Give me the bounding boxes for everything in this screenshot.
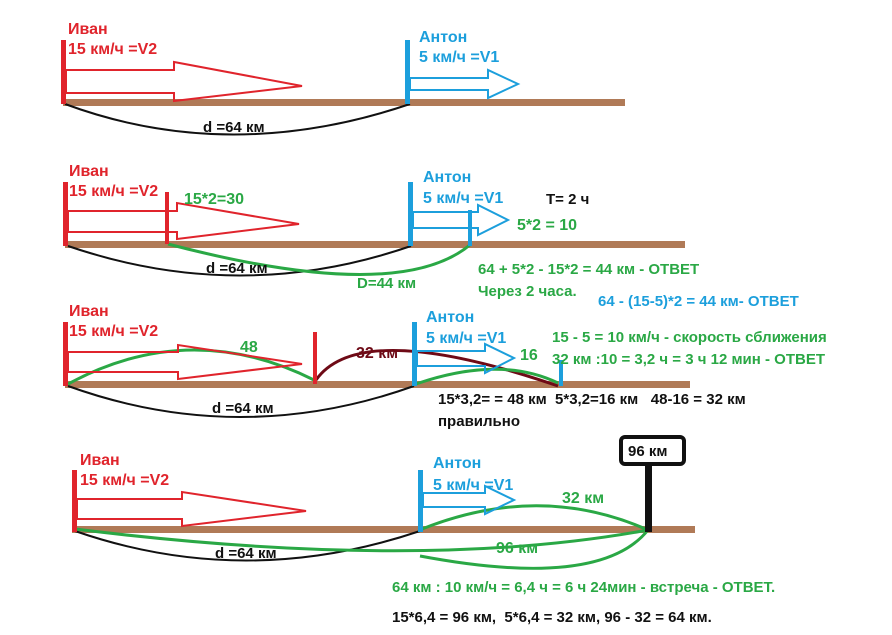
- meeting-sign: [619, 435, 686, 466]
- ivan-speed: 15 км/ч =V2: [69, 183, 158, 200]
- ivan-flag-pole: [63, 182, 68, 246]
- anton-flag-pole: [418, 470, 423, 532]
- ivan-arrow: [76, 490, 307, 528]
- meeting-answer: 64 км : 10 км/ч = 6,4 ч = 6 ч 24мин - вс…: [392, 579, 775, 596]
- ivan-travel-arc: [74, 527, 649, 553]
- time-label: T= 2 ч: [546, 191, 589, 208]
- panel-3: Иван 15 км/ч =V2 48 32 км 16 Антон 5 км/…: [63, 303, 827, 430]
- road: [63, 99, 625, 106]
- meeting-answer: 32 км :10 = 3,2 ч = 3 ч 12 мин - ОТВЕТ: [552, 351, 825, 368]
- meeting-sign-label: 96 км: [628, 443, 667, 460]
- new-distance-label: D=44 км: [357, 275, 416, 292]
- distance-arc: [64, 103, 411, 136]
- anton-label: Антон: [433, 455, 481, 472]
- ivan-flag-pole: [72, 470, 77, 532]
- anton-speed: 5 км/ч =V1: [426, 330, 506, 347]
- anton-label: Антон: [419, 29, 467, 46]
- ivan-flag-pole: [63, 322, 68, 386]
- panel-4: 96 км Иван 15 км/ч =V2 Антон 5 км/ч =V1 …: [72, 435, 775, 626]
- anton-travel-label: 32 км: [562, 490, 604, 507]
- distance-label: d =64 км: [206, 260, 268, 277]
- ivan-label: Иван: [69, 163, 109, 180]
- panel-2: Иван 15 км/ч =V2 15*2=30 Антон 5 км/ч =V…: [63, 163, 799, 310]
- formula-2: 64 - (15-5)*2 = 44 км- ОТВЕТ: [598, 293, 799, 310]
- ivan-label: Иван: [68, 21, 108, 38]
- calc-line: 15*3,2= = 48 км 5*3,2=16 км 48-16 = 32 к…: [438, 391, 746, 408]
- ivan-label: Иван: [69, 303, 109, 320]
- road: [72, 526, 695, 533]
- anton-label: Антон: [423, 169, 471, 186]
- distance-arc: [74, 530, 421, 562]
- anton-travel-arc: [421, 504, 649, 532]
- anton-flag-pole: [412, 322, 417, 386]
- ivan-arrow: [67, 343, 303, 381]
- ivan-arrow: [65, 60, 303, 103]
- gap-label: 32 км: [356, 345, 398, 362]
- anton-new-position: [559, 360, 563, 386]
- formula-1: 64 + 5*2 - 15*2 = 44 км - ОТВЕТ: [478, 261, 699, 278]
- road: [65, 381, 690, 388]
- anton-speed: 5 км/ч =V1: [419, 49, 499, 66]
- anton-arrow: [416, 342, 517, 375]
- anton-speed: 5 км/ч =V1: [423, 190, 503, 207]
- ivan-speed: 15 км/ч =V2: [68, 41, 157, 58]
- anton-label: Антон: [426, 309, 474, 326]
- anton-arrow: [422, 484, 517, 516]
- anton-arrow: [412, 203, 511, 237]
- check-line: 15*6,4 = 96 км, 5*6,4 = 32 км, 96 - 32 =…: [392, 609, 712, 626]
- ivan-new-position: [313, 332, 317, 384]
- ivan-speed: 15 км/ч =V2: [69, 323, 158, 340]
- road: [65, 241, 685, 248]
- distance-arc: [67, 385, 415, 418]
- approach-speed: 15 - 5 = 10 км/ч - скорость сближения: [552, 329, 827, 346]
- distance-label: d =64 км: [215, 545, 277, 562]
- distance-arc: [67, 245, 412, 277]
- anton-travel-label: 16: [520, 347, 538, 364]
- anton-arrow: [409, 68, 521, 100]
- ivan-flag-pole: [61, 40, 66, 104]
- ivan-label: Иван: [80, 452, 120, 469]
- distance-label: d =64 км: [203, 119, 265, 136]
- ivan-arrow: [67, 201, 300, 241]
- meeting-sign-post: [645, 462, 652, 532]
- correct-label: правильно: [438, 413, 520, 430]
- panel-1: Иван 15 км/ч =V2 Антон 5 км/ч =V1 d =64 …: [61, 21, 625, 136]
- ivan-new-position: [165, 192, 169, 244]
- ivan-travel-arc-return: [419, 529, 650, 570]
- anton-move-label: 5*2 = 10: [517, 217, 577, 234]
- anton-flag-pole: [405, 40, 410, 104]
- ivan-speed: 15 км/ч =V2: [80, 472, 169, 489]
- new-distance-arc: [167, 242, 472, 276]
- ivan-move-label: 15*2=30: [184, 191, 244, 208]
- after-time: Через 2 часа.: [478, 283, 577, 300]
- anton-speed: 5 км/ч =V1: [433, 477, 513, 494]
- anton-flag-pole: [408, 182, 413, 246]
- ivan-travel-label: 96 км: [496, 540, 538, 557]
- ivan-travel-label: 48: [240, 339, 258, 356]
- distance-label: d =64 км: [212, 400, 274, 417]
